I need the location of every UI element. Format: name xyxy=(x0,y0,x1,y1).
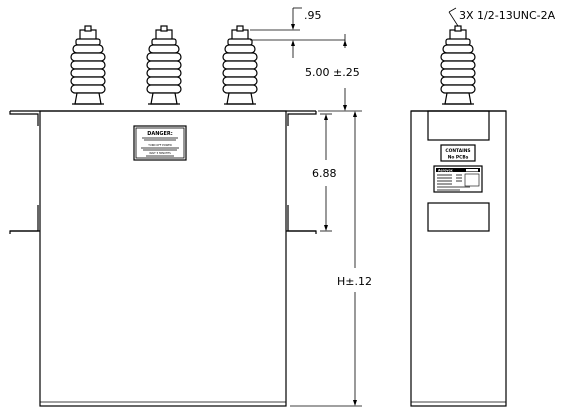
danger-label-line-1: TURN OFF POWER xyxy=(148,143,172,147)
front-bushing-2 xyxy=(146,25,182,105)
side-mount-bracket-bottom xyxy=(427,202,490,232)
front-view: DANGER: TURN OFF POWER WAIT 5 MINUTES xyxy=(9,25,317,407)
front-mount-bracket-right xyxy=(10,111,317,234)
pcb-label: CONTAINS No PCBs xyxy=(440,144,476,162)
danger-label: DANGER: TURN OFF POWER WAIT 5 MINUTES xyxy=(133,125,187,161)
side-mount-bracket-top xyxy=(427,110,490,141)
pcb-label-line-2: No PCBs xyxy=(448,155,469,161)
front-dimensions: .95 5.00 ±.25 6.88 H±.12 xyxy=(250,7,372,407)
front-mount-bracket-left xyxy=(9,111,39,234)
danger-label-title: DANGER: xyxy=(147,131,173,137)
dim-mount-spacing: 6.88 xyxy=(312,167,337,180)
thread-spec: 3X 1/2-13UNC-2A xyxy=(459,9,556,22)
side-view: 3X 1/2-13UNC-2A CONTAINS No PCBs Aerovox xyxy=(410,7,556,407)
dim-bushing-height: 5.00 ±.25 xyxy=(305,66,360,79)
front-case-body xyxy=(39,110,287,407)
side-bushing xyxy=(440,25,476,105)
front-bushing-1 xyxy=(70,25,106,105)
dim-case-height: H±.12 xyxy=(337,275,372,288)
nameplate: Aerovox xyxy=(433,165,483,193)
dim-terminal-height: .95 xyxy=(304,9,322,22)
front-bushing-3 xyxy=(222,25,258,105)
pcb-label-line-1: CONTAINS xyxy=(445,148,470,154)
nameplate-brand: Aerovox xyxy=(438,168,453,172)
danger-label-line-2: WAIT 5 MINUTES xyxy=(149,151,171,155)
